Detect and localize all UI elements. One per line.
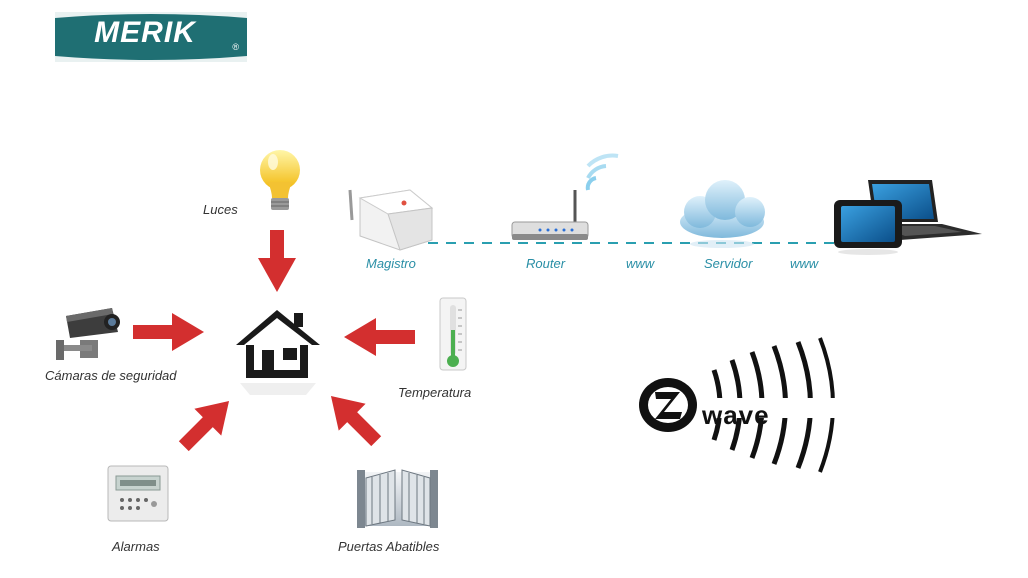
label-alarmas: Alarmas (112, 539, 160, 554)
label-camaras: Cámaras de seguridad (45, 368, 177, 383)
label-www-1: www (626, 256, 655, 271)
zwave-text-box: wave (640, 352, 860, 452)
label-temperatura: Temperatura (398, 385, 472, 400)
hub-icon (348, 189, 434, 251)
merik-logo-text: MERIK (94, 16, 196, 49)
arrow-left-from-temperatura (344, 318, 415, 356)
arrow-upright-from-alarmas (178, 400, 230, 452)
zwave-logo (639, 337, 850, 473)
arrow-upleft-from-puertas (330, 395, 382, 447)
label-www-2: www (790, 256, 819, 271)
zwave-text: wave (702, 400, 770, 430)
merik-registered-mark: ® (232, 42, 239, 52)
router-icon (511, 153, 619, 240)
arrow-right-from-camaras (133, 313, 204, 351)
label-router: Router (526, 256, 566, 271)
arrow-down-from-luces (258, 230, 296, 292)
camera-icon (56, 308, 120, 360)
gate-icon (357, 469, 438, 528)
merik-logo: MERIK ® (55, 12, 247, 62)
alarm-panel-icon (107, 465, 169, 522)
label-magistro: Magistro (366, 256, 416, 271)
cloud-icon (680, 180, 765, 248)
merik-logo-shape (55, 12, 247, 62)
lightbulb-icon (260, 150, 300, 210)
tablet-icon (834, 200, 902, 255)
house-icon (236, 310, 320, 395)
label-luces: Luces (203, 202, 238, 217)
label-servidor: Servidor (704, 256, 753, 271)
label-puertas: Puertas Abatibles (338, 539, 440, 554)
thermometer-icon (439, 297, 467, 371)
